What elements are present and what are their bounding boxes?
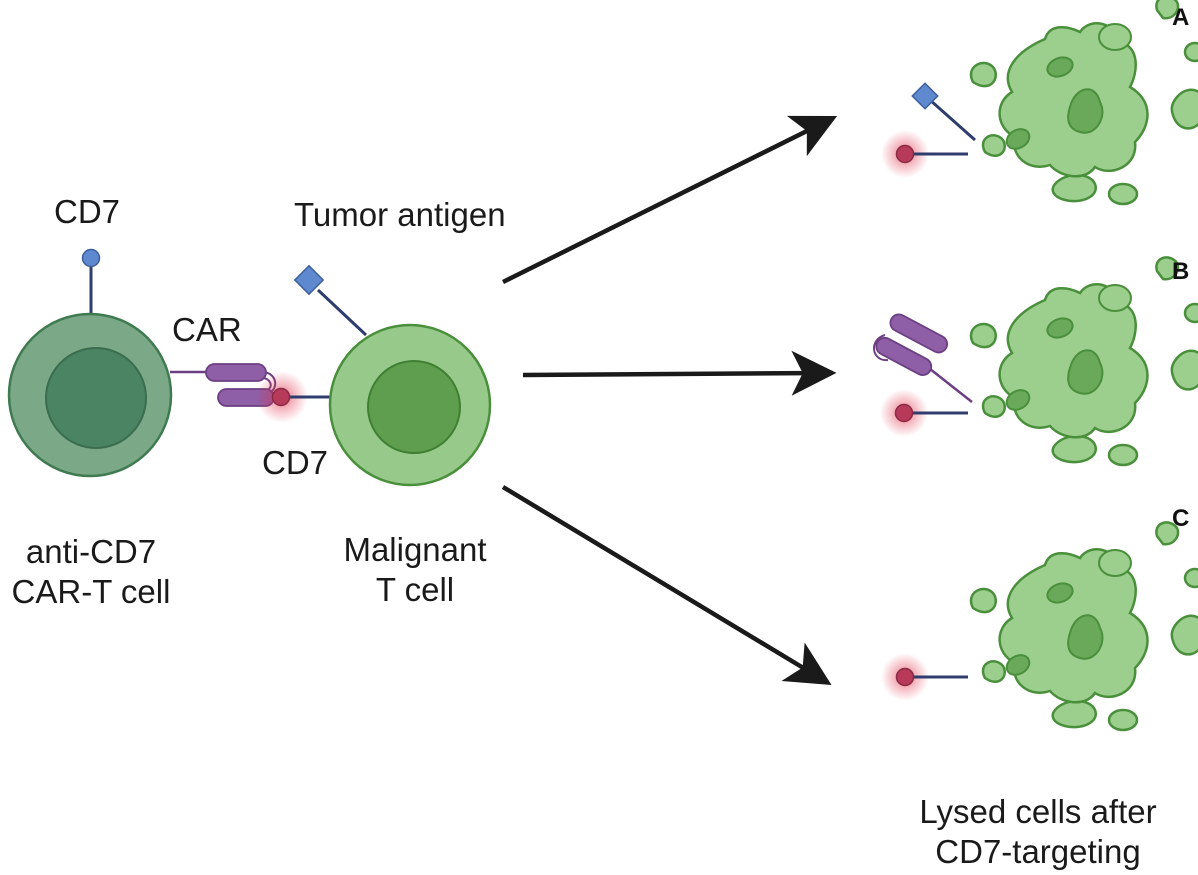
lysed-cell-b — [969, 256, 1198, 467]
lysed-b-cd7 — [880, 389, 968, 437]
panel-label-a: A — [1172, 4, 1190, 31]
cd7-receptor-knob — [81, 248, 101, 268]
lysed-caption-line2: CD7-targeting — [935, 833, 1141, 870]
car-t-nucleus — [45, 347, 147, 449]
car-label: CAR — [172, 311, 242, 348]
malignant-t-cell — [293, 264, 492, 487]
arrow-to-b — [522, 350, 837, 396]
cd7-bottom-label: CD7 — [262, 444, 329, 481]
malignant-caption-line1: Malignant — [343, 531, 487, 568]
panel-label-c: C — [1172, 505, 1190, 532]
lysed-b-car — [873, 313, 973, 403]
car-t-cell — [7, 248, 173, 478]
cd7-binding-site — [256, 371, 333, 423]
panel-label-b: B — [1172, 258, 1190, 285]
malignant-caption-line2: T cell — [375, 571, 455, 608]
arrow-to-c — [501, 485, 832, 685]
tumor-antigen-label: Tumor antigen — [294, 196, 506, 233]
lysed-a-antigen — [911, 82, 976, 142]
car-t-caption-line1: anti-CD7 — [25, 533, 157, 570]
lysed-cell-c — [969, 521, 1198, 732]
lysed-cell-a — [969, 0, 1198, 206]
tumor-antigen-knob — [293, 264, 325, 296]
cd7-top-label: CD7 — [54, 193, 121, 230]
arrow-to-a — [501, 115, 838, 285]
car-t-caption-line2: CAR-T cell — [11, 573, 171, 610]
lysed-caption-line1: Lysed cells after — [919, 793, 1157, 830]
lysed-c-cd7 — [881, 653, 968, 701]
malignant-nucleus — [367, 360, 461, 454]
lysed-a-cd7 — [881, 130, 968, 178]
